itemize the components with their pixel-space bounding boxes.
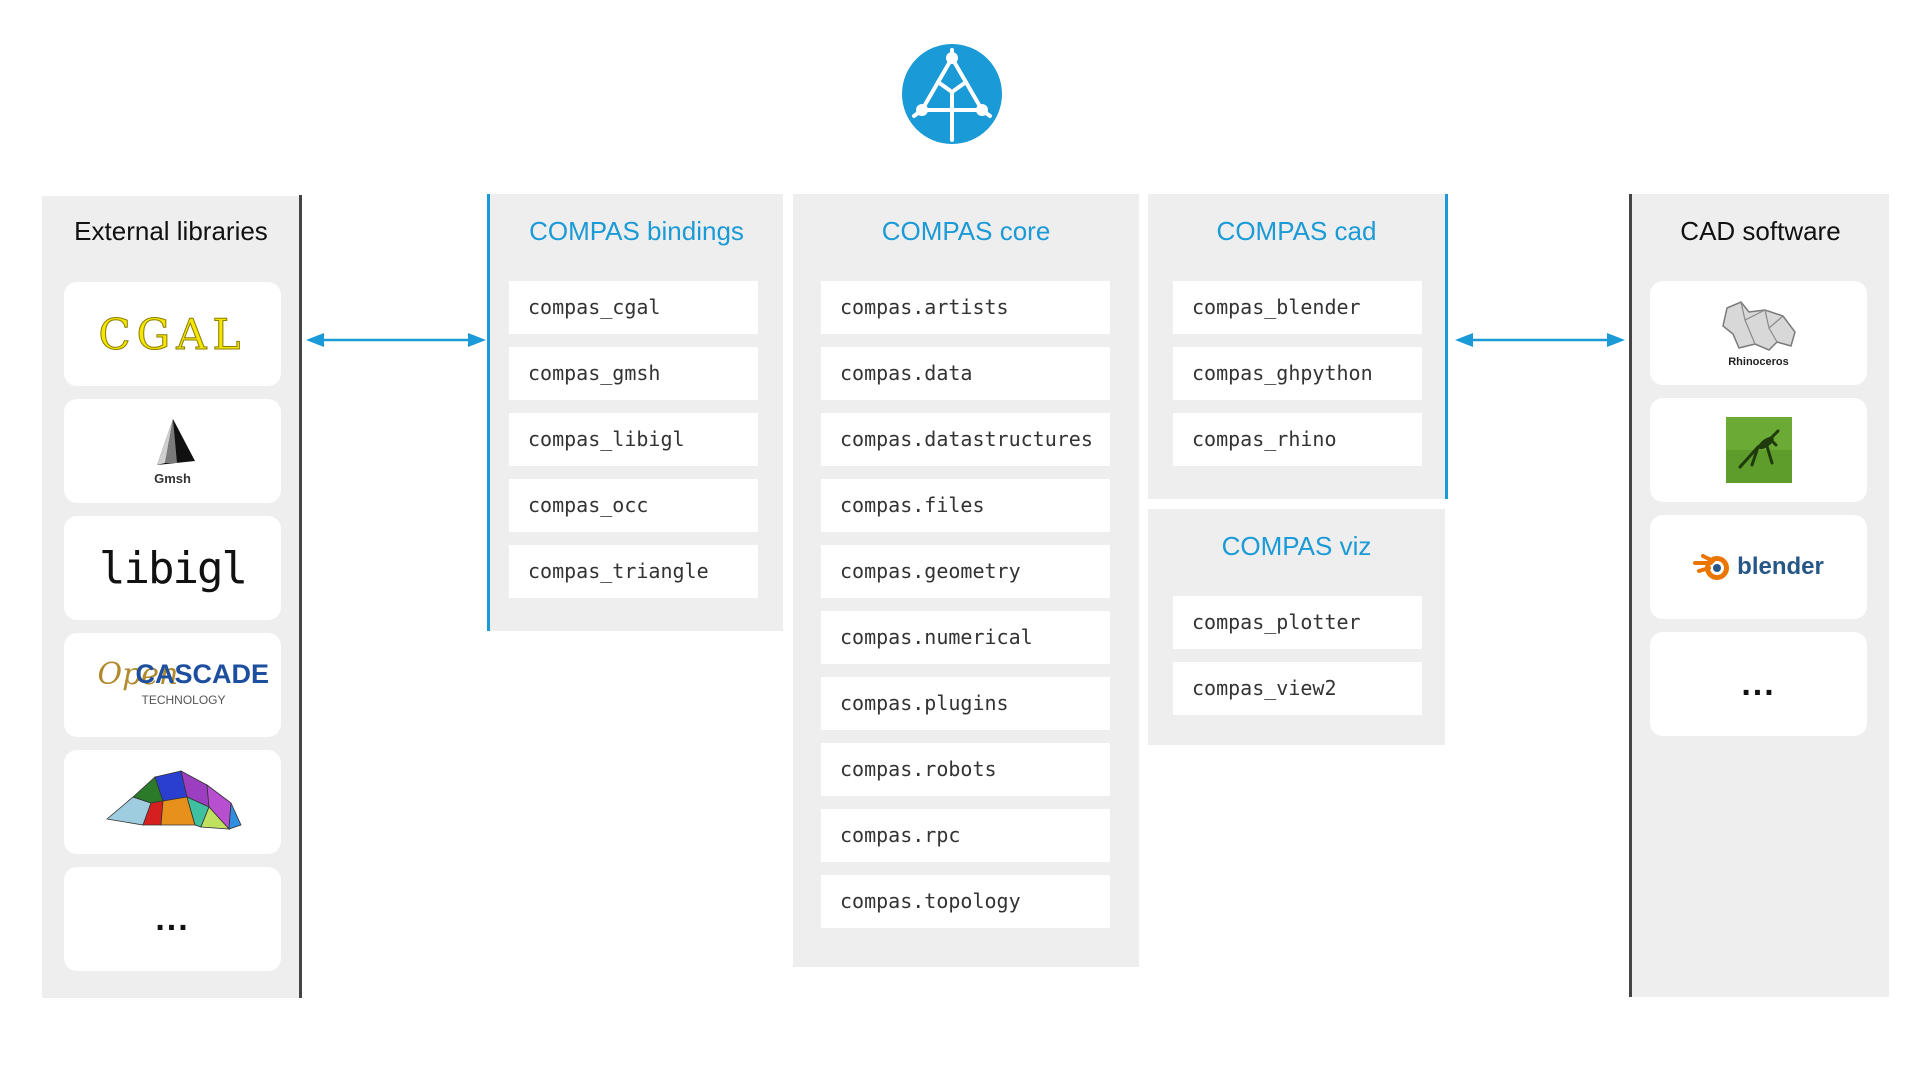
libigl-logo-card[interactable]: libigl <box>64 516 281 620</box>
module-compas-rpc[interactable]: compas.rpc <box>821 809 1110 862</box>
compas-viz-title: COMPAS viz <box>1221 531 1372 561</box>
bindings-accent-line <box>487 194 490 631</box>
module-compas-ghpython[interactable]: compas_ghpython <box>1173 347 1422 400</box>
compas-bindings-title: COMPAS bindings <box>529 216 744 246</box>
gmsh-logo: Gmsh <box>143 417 203 486</box>
external-libraries-title: External libraries <box>74 216 268 246</box>
opencascade-logo: Open CASCADE TECHNOLOGY <box>97 657 270 707</box>
module-compas-occ[interactable]: compas_occ <box>509 479 758 532</box>
rhino-icon <box>1721 301 1796 351</box>
module-compas-plugins[interactable]: compas.plugins <box>821 677 1110 730</box>
cad-software-panel: CAD software Rhinoceros blender <box>1632 194 1889 997</box>
module-compas-datastructures[interactable]: compas.datastructures <box>821 413 1110 466</box>
module-compas-files[interactable]: compas.files <box>821 479 1110 532</box>
more-libraries-card[interactable]: ... <box>64 867 281 971</box>
module-compas-blender[interactable]: compas_blender <box>1173 281 1422 334</box>
gmsh-logo-card[interactable]: Gmsh <box>64 399 281 503</box>
rhinoceros-logo: Rhinoceros <box>1719 298 1799 368</box>
compas-cad-title: COMPAS cad <box>1216 216 1377 246</box>
module-compas-rhino[interactable]: compas_rhino <box>1173 413 1422 466</box>
libigl-logo: libigl <box>99 542 248 594</box>
blender-icon <box>1693 554 1730 580</box>
external-libraries-divider <box>299 195 302 998</box>
more-cad-software-card[interactable]: ... <box>1650 632 1867 736</box>
double-arrow-left <box>306 333 486 347</box>
blender-logo-card[interactable]: blender <box>1650 515 1867 619</box>
grasshopper-logo-card[interactable] <box>1650 398 1867 502</box>
cad-software-divider <box>1629 194 1632 997</box>
double-arrow-right <box>1455 333 1625 347</box>
gmsh-pyramid-icon <box>156 418 195 465</box>
module-compas-topology[interactable]: compas.topology <box>821 875 1110 928</box>
compas-core-title: COMPAS core <box>881 216 1051 246</box>
module-compas-numerical[interactable]: compas.numerical <box>821 611 1110 664</box>
ellipsis-icon: ... <box>1741 665 1776 703</box>
module-compas-triangle[interactable]: compas_triangle <box>509 545 758 598</box>
grasshopper-icon <box>1725 417 1792 483</box>
module-compas-artists[interactable]: compas.artists <box>821 281 1110 334</box>
rhinoceros-logo-card[interactable]: Rhinoceros <box>1650 281 1867 385</box>
external-libraries-panel: External libraries CGAL Gmsh libigl Open… <box>42 196 300 998</box>
module-compas-cgal[interactable]: compas_cgal <box>509 281 758 334</box>
cgal-logo-card[interactable]: CGAL <box>64 282 281 386</box>
compas-logo <box>902 44 1002 144</box>
triangle-mesh-logo <box>105 770 242 830</box>
module-compas-gmsh[interactable]: compas_gmsh <box>509 347 758 400</box>
compas-bindings-panel: COMPAS bindings compas_cgal compas_gmsh … <box>490 194 783 631</box>
compas-core-panel: COMPAS core compas.artists compas.data c… <box>793 194 1139 967</box>
opencascade-logo-card[interactable]: Open CASCADE TECHNOLOGY <box>64 633 281 737</box>
blender-logo: blender <box>1693 551 1824 583</box>
compas-viz-panel: COMPAS viz compas_plotter compas_view2 <box>1148 509 1445 745</box>
module-compas-robots[interactable]: compas.robots <box>821 743 1110 796</box>
cad-accent-line <box>1445 194 1448 499</box>
compas-cad-panel: COMPAS cad compas_blender compas_ghpytho… <box>1148 194 1445 499</box>
module-compas-geometry[interactable]: compas.geometry <box>821 545 1110 598</box>
triangle-mesh-logo-card[interactable] <box>64 750 281 854</box>
cad-software-title: CAD software <box>1680 216 1841 246</box>
module-compas-libigl[interactable]: compas_libigl <box>509 413 758 466</box>
module-compas-plotter[interactable]: compas_plotter <box>1173 596 1422 649</box>
module-compas-view2[interactable]: compas_view2 <box>1173 662 1422 715</box>
module-compas-data[interactable]: compas.data <box>821 347 1110 400</box>
ellipsis-icon: ... <box>155 900 190 938</box>
cgal-logo: CGAL <box>98 309 247 359</box>
